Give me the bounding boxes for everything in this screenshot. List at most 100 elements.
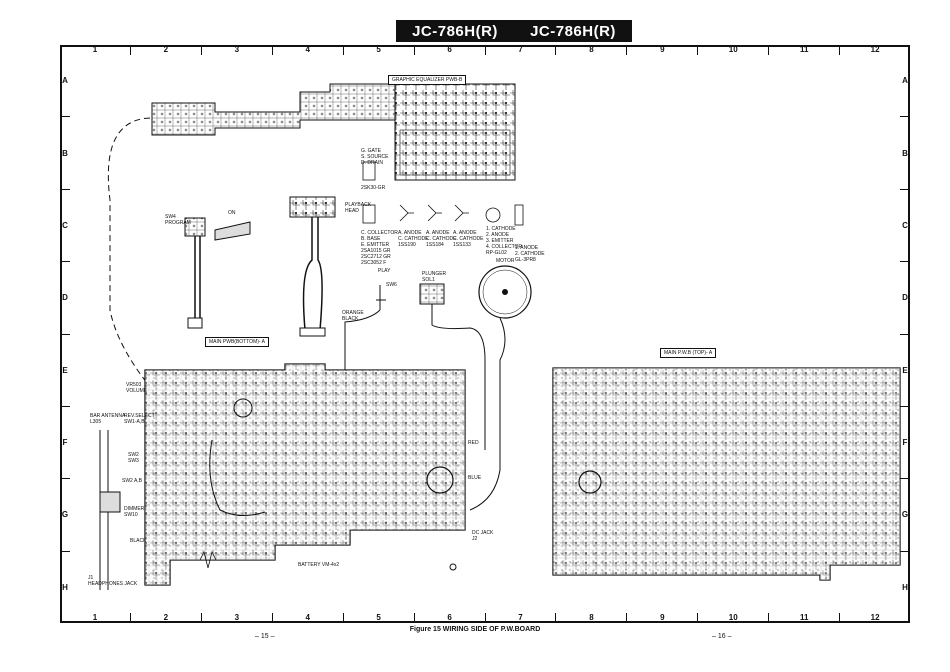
row-left-a: A (60, 45, 70, 118)
col-top-4: 4 (273, 45, 344, 55)
motor (469, 265, 532, 511)
figure-caption: Figure 15 WIRING SIDE OF P.W.BOARD (409, 626, 541, 633)
col-bottom-5: 5 (344, 613, 415, 623)
headphones-jack-label: J1 HEADPHONES JACK (88, 575, 138, 587)
main-bottom-label: MAIN PWB(BOTTOM)- A (205, 337, 270, 347)
on-label: ON (228, 210, 236, 216)
row-right-a: A (900, 45, 910, 118)
page-number-left: – 15 – (255, 633, 275, 640)
row-right-d: D (900, 262, 910, 335)
col-top-9: 9 (627, 45, 699, 55)
battery-label: BATTERY VM-4x2 (298, 562, 340, 568)
col-top-11: 11 (769, 45, 841, 55)
col-top-7: 7 (486, 45, 557, 55)
model-banner: JC-786H(R) JC-786H(R) (396, 20, 632, 42)
col-bottom-12: 12 (870, 613, 880, 622)
model-title-right: JC-786H(R) (530, 22, 616, 40)
col-top-3: 3 (202, 45, 273, 55)
motor-label: MOTOR (496, 258, 515, 264)
dc-jack-symbol (449, 563, 457, 571)
row-left-h: H (62, 582, 68, 592)
col-top-1: 1 (60, 45, 131, 55)
col-bottom-10: 10 (698, 613, 770, 623)
col-bottom-11: 11 (769, 613, 841, 623)
row-right-b: B (900, 117, 910, 190)
col-top-12: 12 (870, 45, 880, 54)
orange-black-label: ORANGE BLACK (342, 310, 364, 322)
col-top-2: 2 (131, 45, 202, 55)
ic-pinout-label: 1. CATHODE 2. ANODE 3. EMITTER 4. COLLEC… (486, 226, 523, 256)
row-right-h: H (902, 582, 908, 592)
main-board-hole (426, 466, 454, 494)
battery-spring (199, 550, 217, 569)
col-bottom-2: 2 (131, 613, 202, 623)
model-title-left: JC-786H(R) (412, 22, 498, 40)
row-left-e: E (60, 335, 70, 407)
main-board-bottom-overlay (145, 364, 465, 585)
row-left-c: C (60, 190, 70, 263)
col-bottom-1: 1 (60, 613, 131, 623)
play-label: PLAY (378, 268, 391, 274)
orange-black-wire (344, 309, 381, 375)
playback-head-label: PLAYBACK HEAD (345, 202, 372, 214)
col-top-10: 10 (698, 45, 770, 55)
col-bottom-8: 8 (556, 613, 628, 623)
component-symbols (362, 161, 524, 226)
jumper-wire (209, 439, 266, 516)
page-number-right: – 16 – (712, 633, 732, 640)
sw4-program-switch (184, 217, 251, 329)
main-board-top-overlay (553, 368, 900, 580)
row-left-b: B (60, 117, 70, 190)
main-board-hole-2 (233, 398, 253, 418)
plunger-label: PLUNGER SOL1 (422, 271, 447, 283)
row-right-f: F (900, 407, 910, 480)
playback-head (289, 196, 336, 337)
col-top-8: 8 (556, 45, 628, 55)
col-bottom-7: 7 (486, 613, 557, 623)
sw2-sw3-label: SW2 SW3 (128, 452, 139, 464)
led-pinout-label: 1. ANODE 2. CATHODE GL-3PR8 (515, 245, 545, 263)
volume-label: VR503 VOLUME (126, 382, 148, 394)
diode-c-label: A. ANODE C. CATHODE 1SS133 (453, 230, 484, 248)
row-right-c: C (900, 190, 910, 263)
blue-wire-label: BLUE (468, 475, 482, 481)
row-left-d: D (60, 262, 70, 335)
transistor-pinout-label: C. COLLECTOR B. BASE E. EMITTER 2SA1015 … (361, 230, 398, 266)
col-top-6: 6 (415, 45, 486, 55)
col-bottom-3: 3 (202, 613, 273, 623)
diode-a-label: A. ANODE C. CATHODE 1SS190 (398, 230, 429, 248)
top-board-hole (578, 470, 602, 494)
antenna-core (99, 491, 121, 513)
sw4-program-label: SW4 PROGRAM (165, 214, 191, 226)
graphic-eq-board (151, 83, 516, 181)
fet-part-label: 2SK30-GR (361, 185, 386, 191)
fet-pinout-label: G. GATE S. SOURCE D. DRAIN (361, 148, 389, 166)
col-bottom-4: 4 (273, 613, 344, 623)
sw6-label: SW6 (386, 282, 397, 288)
dimmer-label: DIMMER SW10 (124, 506, 145, 518)
row-right-g: G (900, 479, 910, 552)
black-wire-label: BLACK (130, 538, 147, 544)
col-bottom-6: 6 (415, 613, 486, 623)
col-bottom-9: 9 (627, 613, 699, 623)
red-wire-label: RED (468, 440, 479, 446)
col-top-5: 5 (344, 45, 415, 55)
dc-jack-label: DC JACK J2 (472, 530, 494, 542)
main-top-label: MAIN P.W.B (TOP)- A (660, 348, 717, 358)
sw2-ab-label: SW2 A,B (122, 478, 143, 484)
diode-b-label: A. ANODE C. CATHODE 1SS184 (426, 230, 457, 248)
row-left-f: F (60, 407, 70, 480)
row-right-e: E (900, 335, 910, 407)
bar-antenna-label: BAR ANTENNA L305 (90, 413, 126, 425)
graphic-eq-label: GRAPHIC EQUALIZER PWB-B (388, 75, 467, 85)
eq-connection-dash (107, 117, 181, 421)
row-left-g: G (60, 479, 70, 552)
play-switch (376, 285, 386, 310)
rev-select-label: REV.SELECT SW1-A,B (124, 413, 155, 425)
plunger-solenoid (419, 283, 486, 450)
